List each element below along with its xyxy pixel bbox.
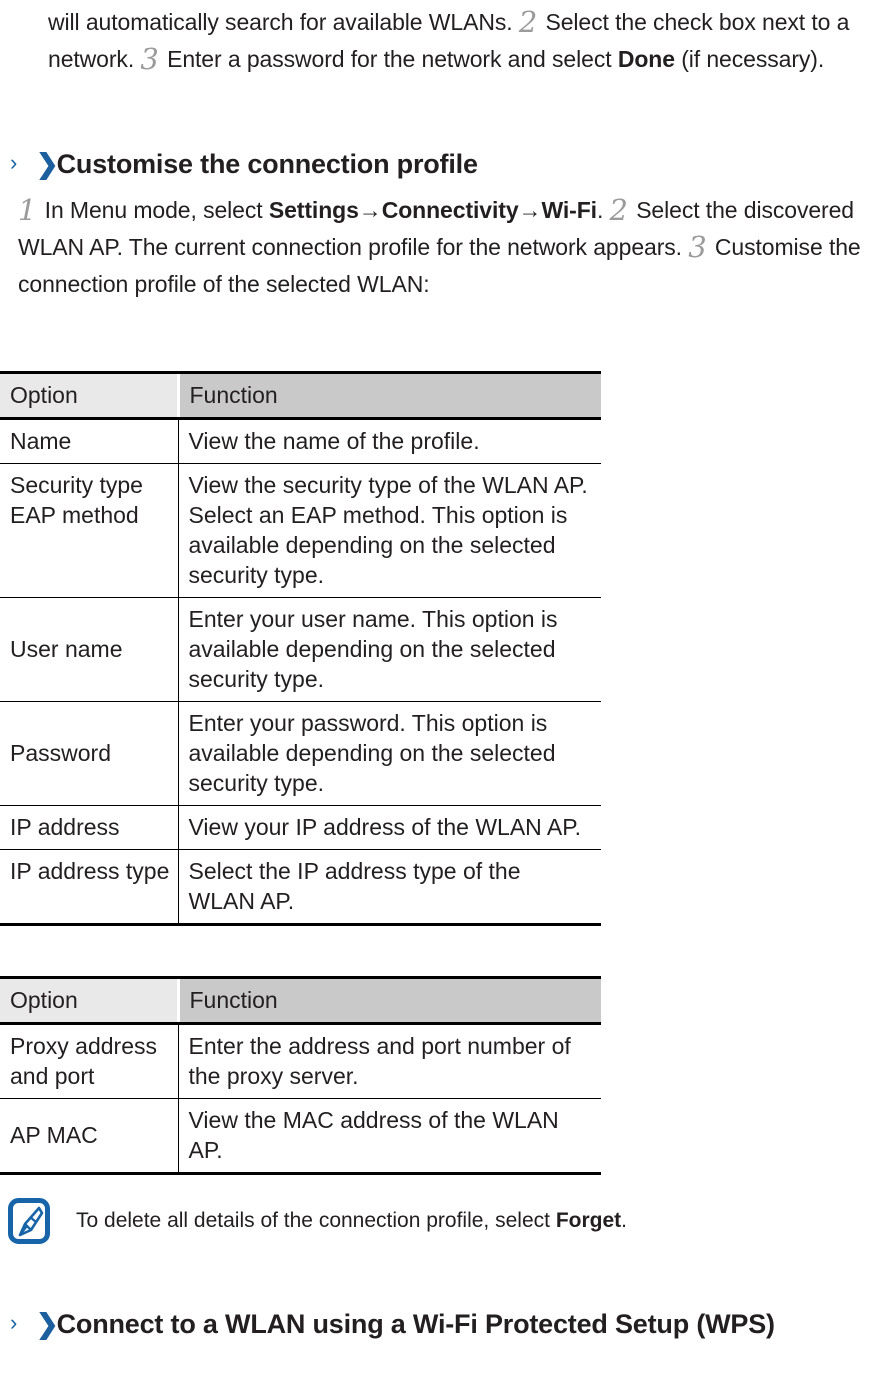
double-chevron-icon: ❯ — [36, 1309, 59, 1339]
heading-customise-connection-profile: › ❯ Customise the connection profile — [0, 145, 886, 183]
function-proxy-address-and-port: Enter the address and port number of the… — [177, 1023, 601, 1099]
table-row: Security type EAP method View the securi… — [0, 463, 601, 598]
options-table-1-wrapper: Option Function Name View the name of th… — [0, 371, 601, 926]
chevron-right-icon: › — [10, 1310, 18, 1335]
function-password: Enter your password. This option is avai… — [177, 701, 601, 806]
options-table-1: Option Function Name View the name of th… — [0, 371, 601, 926]
option-name: Name — [0, 418, 178, 464]
heading-wps-line2: (WPS) — [696, 1309, 775, 1339]
heading-wps-line1: Connect to a WLAN using a Wi-Fi Protecte… — [56, 1309, 690, 1339]
table-row: IP address View your IP address of the W… — [0, 805, 601, 850]
step-number-2: 2 — [518, 5, 538, 39]
customise-paragraph: 1 In Menu mode, select Settings→Connecti… — [0, 192, 886, 303]
intro-step2-text: Select the check box next to a network. — [48, 9, 850, 72]
column-header-option: Option — [0, 371, 178, 420]
option-security-type-eap-method: Security type EAP method — [0, 463, 178, 598]
function-ip-address-type: Select the IP address type of the WLAN A… — [177, 849, 601, 926]
note-pen-icon — [8, 1198, 50, 1244]
table-row: IP address type Select the IP address ty… — [0, 849, 601, 926]
option-user-name: User name — [0, 597, 178, 702]
arrow-1: → — [358, 197, 382, 223]
step-number-3: 3 — [140, 42, 159, 76]
options-table-2-wrapper: Option Function Proxy address and port E… — [0, 976, 601, 1175]
option-ap-mac: AP MAC — [0, 1098, 178, 1175]
option-password: Password — [0, 701, 178, 806]
table-row: AP MAC View the MAC address of the WLAN … — [0, 1098, 601, 1175]
wifi-bold: Wi-Fi — [541, 197, 597, 223]
table-header-row: Option Function — [0, 976, 601, 1025]
intro-step3-text-b: (if necessary). — [681, 46, 825, 72]
column-header-function: Function — [176, 976, 601, 1025]
step-number-3b: 3 — [688, 230, 707, 264]
customise-step3-text: Customise the connection profile of the … — [18, 234, 861, 297]
table-row: Name View the name of the profile. — [0, 418, 601, 464]
option-ip-address-type: IP address type — [0, 849, 178, 926]
note-text-a: To delete all details of the connection … — [76, 1209, 550, 1232]
table-row: Proxy address and port Enter the address… — [0, 1023, 601, 1099]
customise-step2-text: Select the discovered WLAN AP. The curre… — [18, 197, 854, 260]
function-security-type-eap-method: View the security type of the WLAN AP. S… — [177, 463, 601, 598]
option-ip-address: IP address — [0, 805, 178, 850]
function-ap-mac: View the MAC address of the WLAN AP. — [177, 1098, 601, 1175]
table-row: Password Enter your password. This optio… — [0, 701, 601, 806]
function-ip-address: View your IP address of the WLAN AP. — [177, 805, 601, 850]
column-header-option: Option — [0, 976, 178, 1025]
intro-lead-text: will automatically search for available … — [48, 9, 513, 35]
customise-step1-text-b: . — [596, 197, 604, 223]
customise-step1-text-a: In Menu mode, select — [44, 197, 263, 223]
table-header-row: Option Function — [0, 371, 601, 420]
note-forget-bold: Forget — [555, 1209, 622, 1232]
settings-bold: Settings — [268, 197, 359, 223]
step-number-2b: 2 — [609, 193, 628, 227]
chevron-right-icon: › — [10, 150, 18, 175]
note-text: To delete all details of the connection … — [50, 1207, 627, 1235]
column-header-function: Function — [176, 371, 601, 420]
intro-paragraph: will automatically search for available … — [0, 4, 886, 78]
intro-step3-text-a: Enter a password for the network and sel… — [167, 46, 612, 72]
table-row: User name Enter your user name. This opt… — [0, 597, 601, 702]
heading-connect-wps: › ❯ Connect to a WLAN using a Wi-Fi Prot… — [0, 1305, 886, 1343]
arrow-2: → — [518, 197, 542, 223]
option-proxy-address-and-port: Proxy address and port — [0, 1023, 178, 1099]
options-table-2: Option Function Proxy address and port E… — [0, 976, 601, 1175]
heading-connect-wps-label: Connect to a WLAN using a Wi-Fi Protecte… — [57, 1305, 775, 1343]
function-user-name: Enter your user name. This option is ava… — [177, 597, 601, 702]
double-chevron-icon: ❯ — [36, 149, 59, 179]
note-callout: To delete all details of the connection … — [0, 1198, 886, 1244]
intro-done-bold: Done — [617, 46, 675, 72]
function-name: View the name of the profile. — [177, 418, 601, 464]
connectivity-bold: Connectivity — [381, 197, 519, 223]
note-text-b: . — [621, 1209, 627, 1232]
step-number-1: 1 — [18, 193, 37, 227]
heading-customise-label: Customise the connection profile — [56, 149, 478, 179]
